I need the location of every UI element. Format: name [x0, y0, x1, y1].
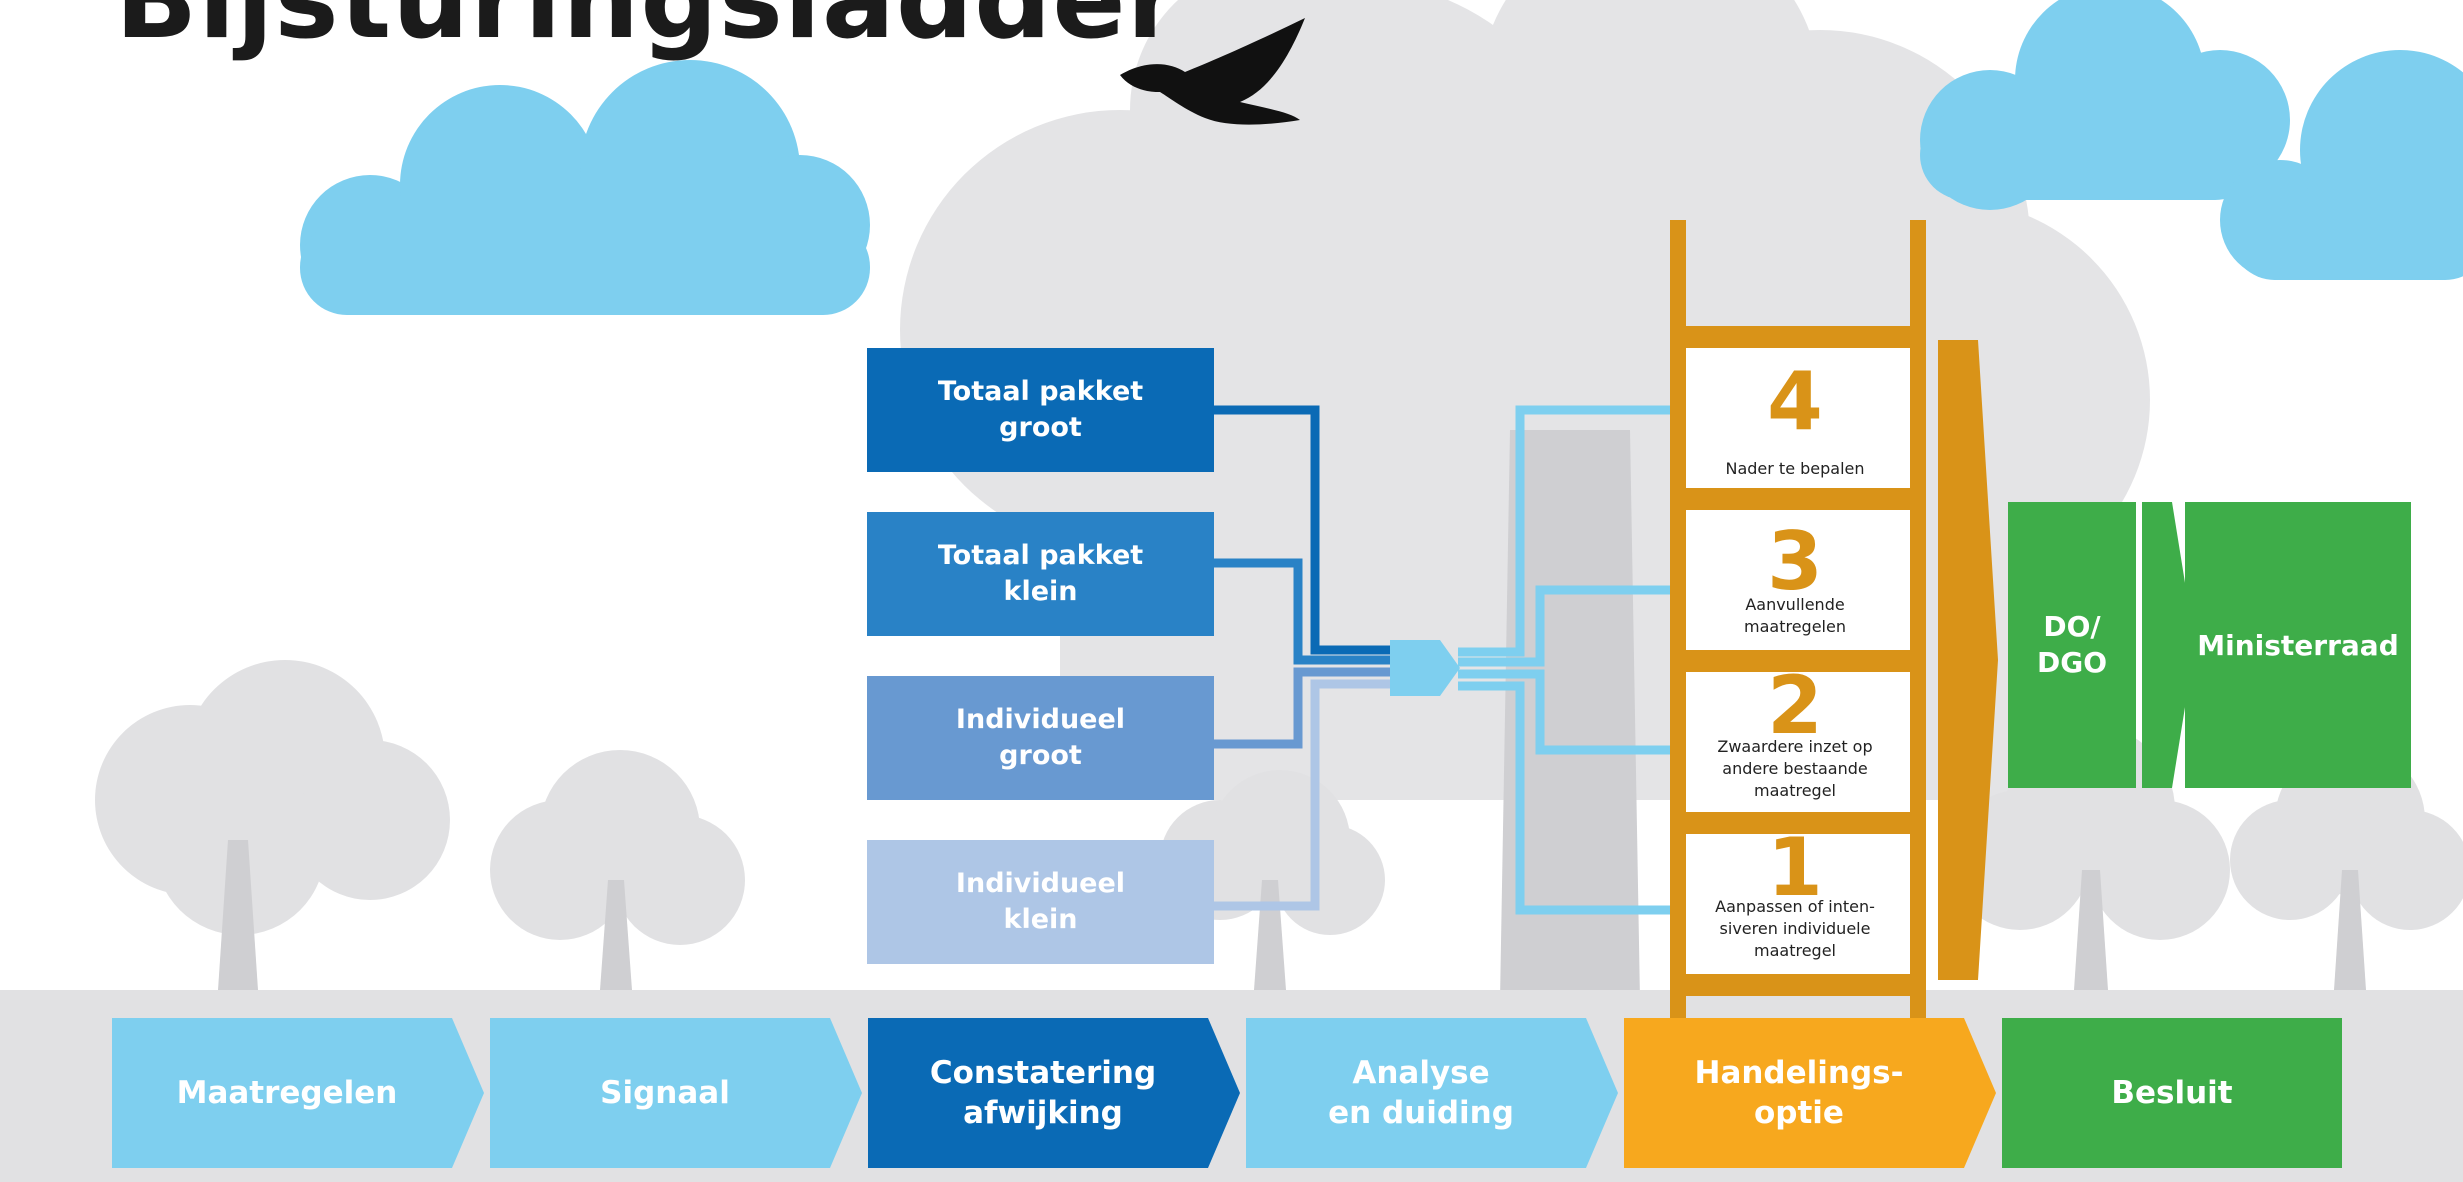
rung-text-line: Zwaardere inzet op [1717, 737, 1873, 756]
step-line1: Besluit [2111, 1075, 2233, 1111]
step-line1: Maatregelen [176, 1075, 398, 1111]
step-line1: Handelings- [1694, 1055, 1904, 1091]
tree-trunk [2074, 870, 2108, 990]
rung-text-line: maatregelen [1744, 617, 1846, 636]
rung-text-line: Nader te bepalen [1725, 459, 1865, 478]
category-totaal-pakket-klein: Totaal pakket klein [867, 512, 1214, 636]
junction-node [1390, 640, 1460, 696]
tree-trunk [218, 840, 258, 990]
rung-2-number: 2 [1767, 659, 1823, 752]
rung-4-number: 4 [1767, 355, 1823, 448]
tree-icon [490, 750, 745, 945]
step-signaal: Signaal [490, 1018, 840, 1168]
rung-1-number: 1 [1767, 821, 1823, 914]
category-line1: Individueel [955, 704, 1126, 735]
rung-text-line: siveren individuele [1719, 919, 1871, 938]
do-dgo-line2: DGO [2036, 646, 2108, 679]
category-line2: klein [1003, 904, 1078, 935]
step-line2: optie [1754, 1095, 1844, 1131]
step-line2: en duiding [1328, 1095, 1514, 1131]
step-line2: afwijking [963, 1095, 1123, 1131]
category-line1: Individueel [955, 868, 1126, 899]
rung-text-line: maatregel [1754, 781, 1836, 800]
do-dgo-box: DO/DGO [2008, 502, 2136, 788]
step-handelingsoptie: Handelings-optie [1624, 1018, 1974, 1168]
rung-text-line: Aanvullende [1745, 595, 1845, 614]
category-line1: Totaal pakket [937, 376, 1144, 407]
connector-lines [1214, 405, 1395, 911]
tree-trunk [2334, 870, 2366, 990]
step-line1: Analyse [1352, 1055, 1490, 1091]
rung-1-text: Aanpassen of inten- siveren individuele … [1680, 896, 1910, 962]
category-line2: groot [999, 412, 1082, 443]
step-maatregelen: Maatregelen [112, 1018, 462, 1168]
rung-3-number: 3 [1767, 515, 1823, 608]
step-analyse-en-duiding: Analyse en duiding [1246, 1018, 1596, 1168]
category-totaal-pakket-groot: Totaal pakket groot [867, 348, 1214, 472]
rung-4-text: Nader te bepalen [1680, 458, 1910, 480]
decision-arrow [2142, 502, 2195, 788]
process-chevrons [112, 1018, 2342, 1168]
ladder-icon [1670, 220, 1926, 1060]
ministerraad-label: Ministerraad [2197, 628, 2399, 662]
rung-text-line: andere bestaande [1722, 759, 1868, 778]
rung-text-line: Aanpassen of inten- [1715, 897, 1875, 916]
category-individueel-klein: Individueel klein [867, 840, 1214, 964]
ladder-arrow [1938, 340, 1998, 980]
cloud-icon [1920, 0, 2290, 210]
category-line2: groot [999, 740, 1082, 771]
category-line2: klein [1003, 576, 1078, 607]
big-tree-trunk [1500, 430, 1640, 1000]
cloud-icon [300, 60, 870, 315]
tree-trunk [600, 880, 632, 990]
step-constatering-afwijking: Constatering afwijking [868, 1018, 1218, 1168]
do-dgo-line1: DO/ [2043, 610, 2101, 643]
step-line1: Constatering [929, 1055, 1157, 1091]
cloud-icon [2220, 50, 2463, 280]
step-line1: Signaal [600, 1075, 730, 1111]
ministerraad-box: Ministerraad [2185, 502, 2411, 788]
rung-3-text: Aanvullende maatregelen [1680, 594, 1910, 638]
category-individueel-groot: Individueel groot [867, 676, 1214, 800]
tree-icon [95, 660, 450, 935]
bird-icon [1120, 18, 1305, 125]
connector-lines-to-ladder [1458, 405, 1680, 915]
rung-2-text: Zwaardere inzet op andere bestaande maat… [1680, 736, 1910, 802]
rung-text-line: maatregel [1754, 941, 1836, 960]
page-title: Bijsturingsladder [115, 0, 1181, 63]
category-line1: Totaal pakket [937, 540, 1144, 571]
step-besluit: Besluit [2002, 1018, 2342, 1168]
